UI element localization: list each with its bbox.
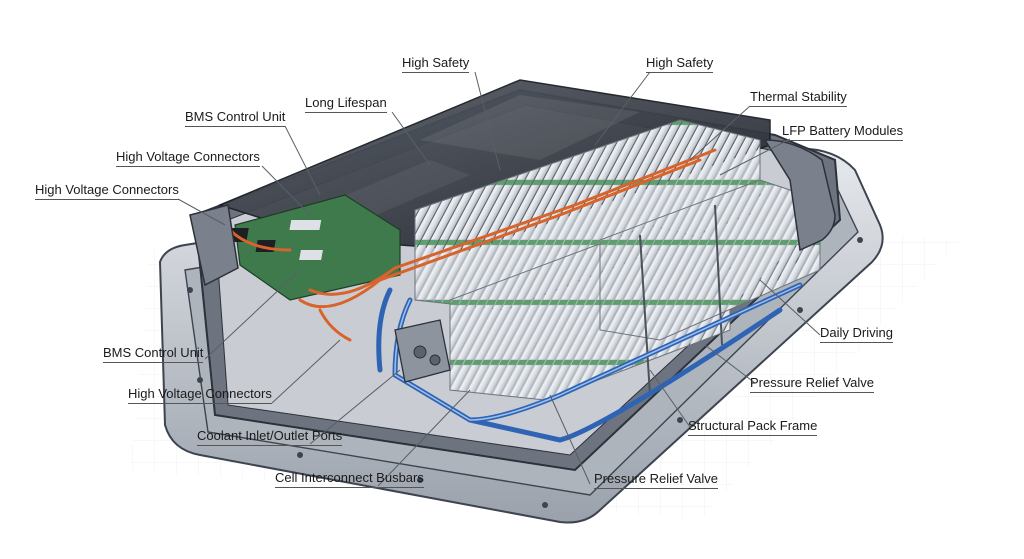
leader-high-safety-right <box>594 71 651 146</box>
label-coolant-ports: Coolant Inlet/Outlet Ports <box>197 428 343 446</box>
label-bms-control-unit-top: BMS Control Unit <box>185 109 286 127</box>
leader-prv-bottom <box>549 394 591 485</box>
leader-prv-right <box>704 344 756 384</box>
pack-end-housing <box>189 139 836 287</box>
label-high-voltage-connectors-2: High Voltage Connectors <box>35 182 179 200</box>
label-high-safety-left: High Safety <box>402 55 470 73</box>
label-bms-control-unit-bottom: BMS Control Unit <box>103 345 204 363</box>
label-lfp-battery-modules: LFP Battery Modules <box>782 123 904 141</box>
label-high-safety-right: High Safety <box>646 55 714 73</box>
leader-bms-top <box>284 125 321 196</box>
label-daily-driving: Daily Driving <box>820 325 893 343</box>
leader-busbars <box>377 389 471 487</box>
leader-lfp-modules <box>719 138 791 176</box>
leader-high-safety-left <box>474 71 501 171</box>
label-cell-interconnect-busbars: Cell Interconnect Busbars <box>275 470 424 488</box>
label-high-voltage-connectors-1: High Voltage Connectors <box>116 149 260 167</box>
leader-coolant <box>309 369 401 445</box>
leader-hv-1 <box>261 165 311 216</box>
label-pressure-relief-valve-right: Pressure Relief Valve <box>750 375 875 393</box>
label-high-voltage-connectors-3: High Voltage Connectors <box>128 386 272 404</box>
leader-frame <box>649 369 691 428</box>
leader-thermal-stability <box>689 105 751 161</box>
leader-hv-3 <box>271 339 341 404</box>
label-structural-pack-frame: Structural Pack Frame <box>688 418 818 436</box>
coolant-manifold <box>394 319 451 383</box>
leader-bms-bottom <box>204 269 301 360</box>
leader-long-lifespan <box>391 111 431 166</box>
high-voltage-cables <box>228 148 717 342</box>
label-thermal-stability: Thermal Stability <box>750 89 847 107</box>
leader-daily-driving <box>759 279 821 336</box>
label-pressure-relief-valve-bottom: Pressure Relief Valve <box>594 471 719 489</box>
label-long-lifespan: Long Lifespan <box>305 95 387 113</box>
leader-hv-2 <box>177 198 226 226</box>
leader-lines <box>177 71 821 487</box>
